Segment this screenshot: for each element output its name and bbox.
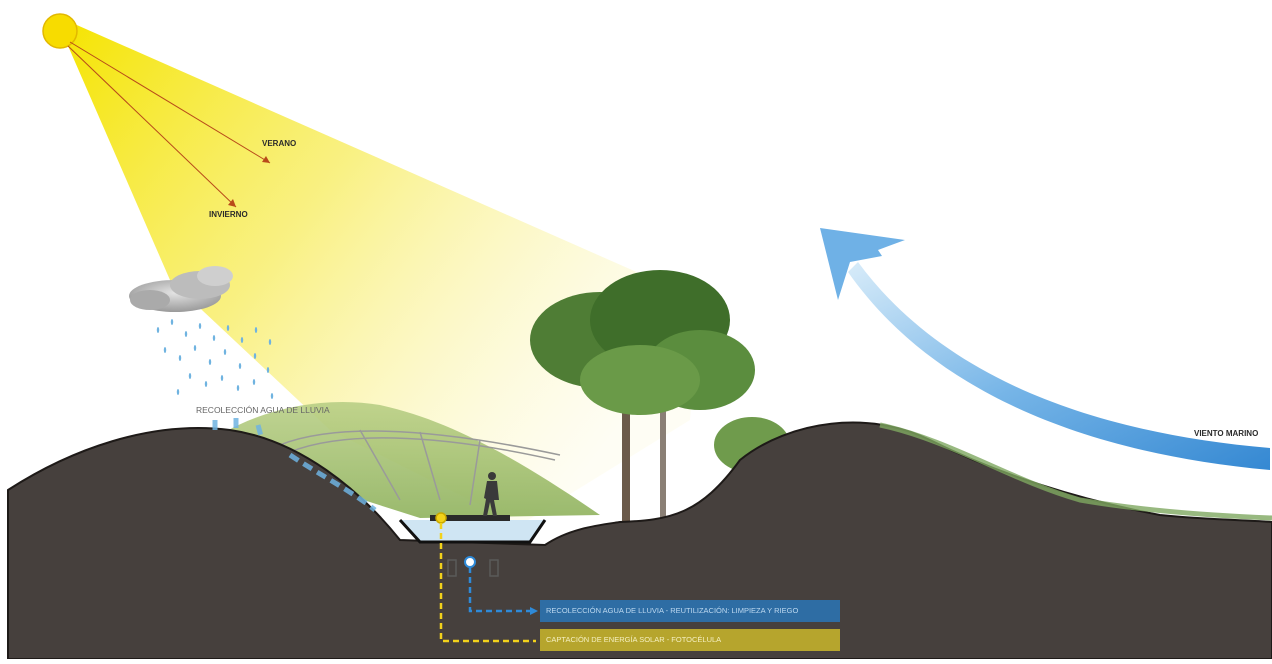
sea-wind-label: VIENTO MARINO	[1194, 429, 1259, 438]
person-silhouette	[483, 472, 499, 516]
summer-angle-arrow	[69, 41, 271, 164]
rainwater-basin	[398, 515, 547, 544]
canopy-structure	[279, 429, 561, 506]
underground-supports	[447, 559, 499, 577]
vegetation-right-mound	[879, 422, 1272, 521]
ground-section	[7, 421, 1272, 660]
sun-beam	[62, 22, 700, 525]
grass-hill	[200, 401, 600, 518]
tree-large	[530, 270, 755, 522]
solar-energy-line	[435, 512, 536, 643]
water-reuse-line	[464, 556, 538, 615]
sun-icon	[42, 13, 78, 49]
summer-label: VERANO	[262, 139, 297, 148]
sea-wind-arrow	[820, 228, 1270, 470]
rain-collection-path	[212, 418, 377, 512]
legend-water-reuse: RECOLECCIÓN AGUA DE LLUVIA - REUTILIZACI…	[540, 600, 840, 622]
rain-drops	[156, 319, 274, 399]
winter-label: INVIERNO	[209, 210, 248, 219]
legend-solar-energy: CAPTACIÓN DE ENERGÍA SOLAR - FOTOCÉLULA	[540, 629, 840, 651]
sun-angle-arrows	[67, 41, 271, 208]
rain-collection-label: RECOLECCIÓN AGUA DE LLUVIA	[196, 405, 330, 415]
cloud-icon	[129, 266, 233, 312]
winter-angle-arrow	[67, 45, 237, 208]
